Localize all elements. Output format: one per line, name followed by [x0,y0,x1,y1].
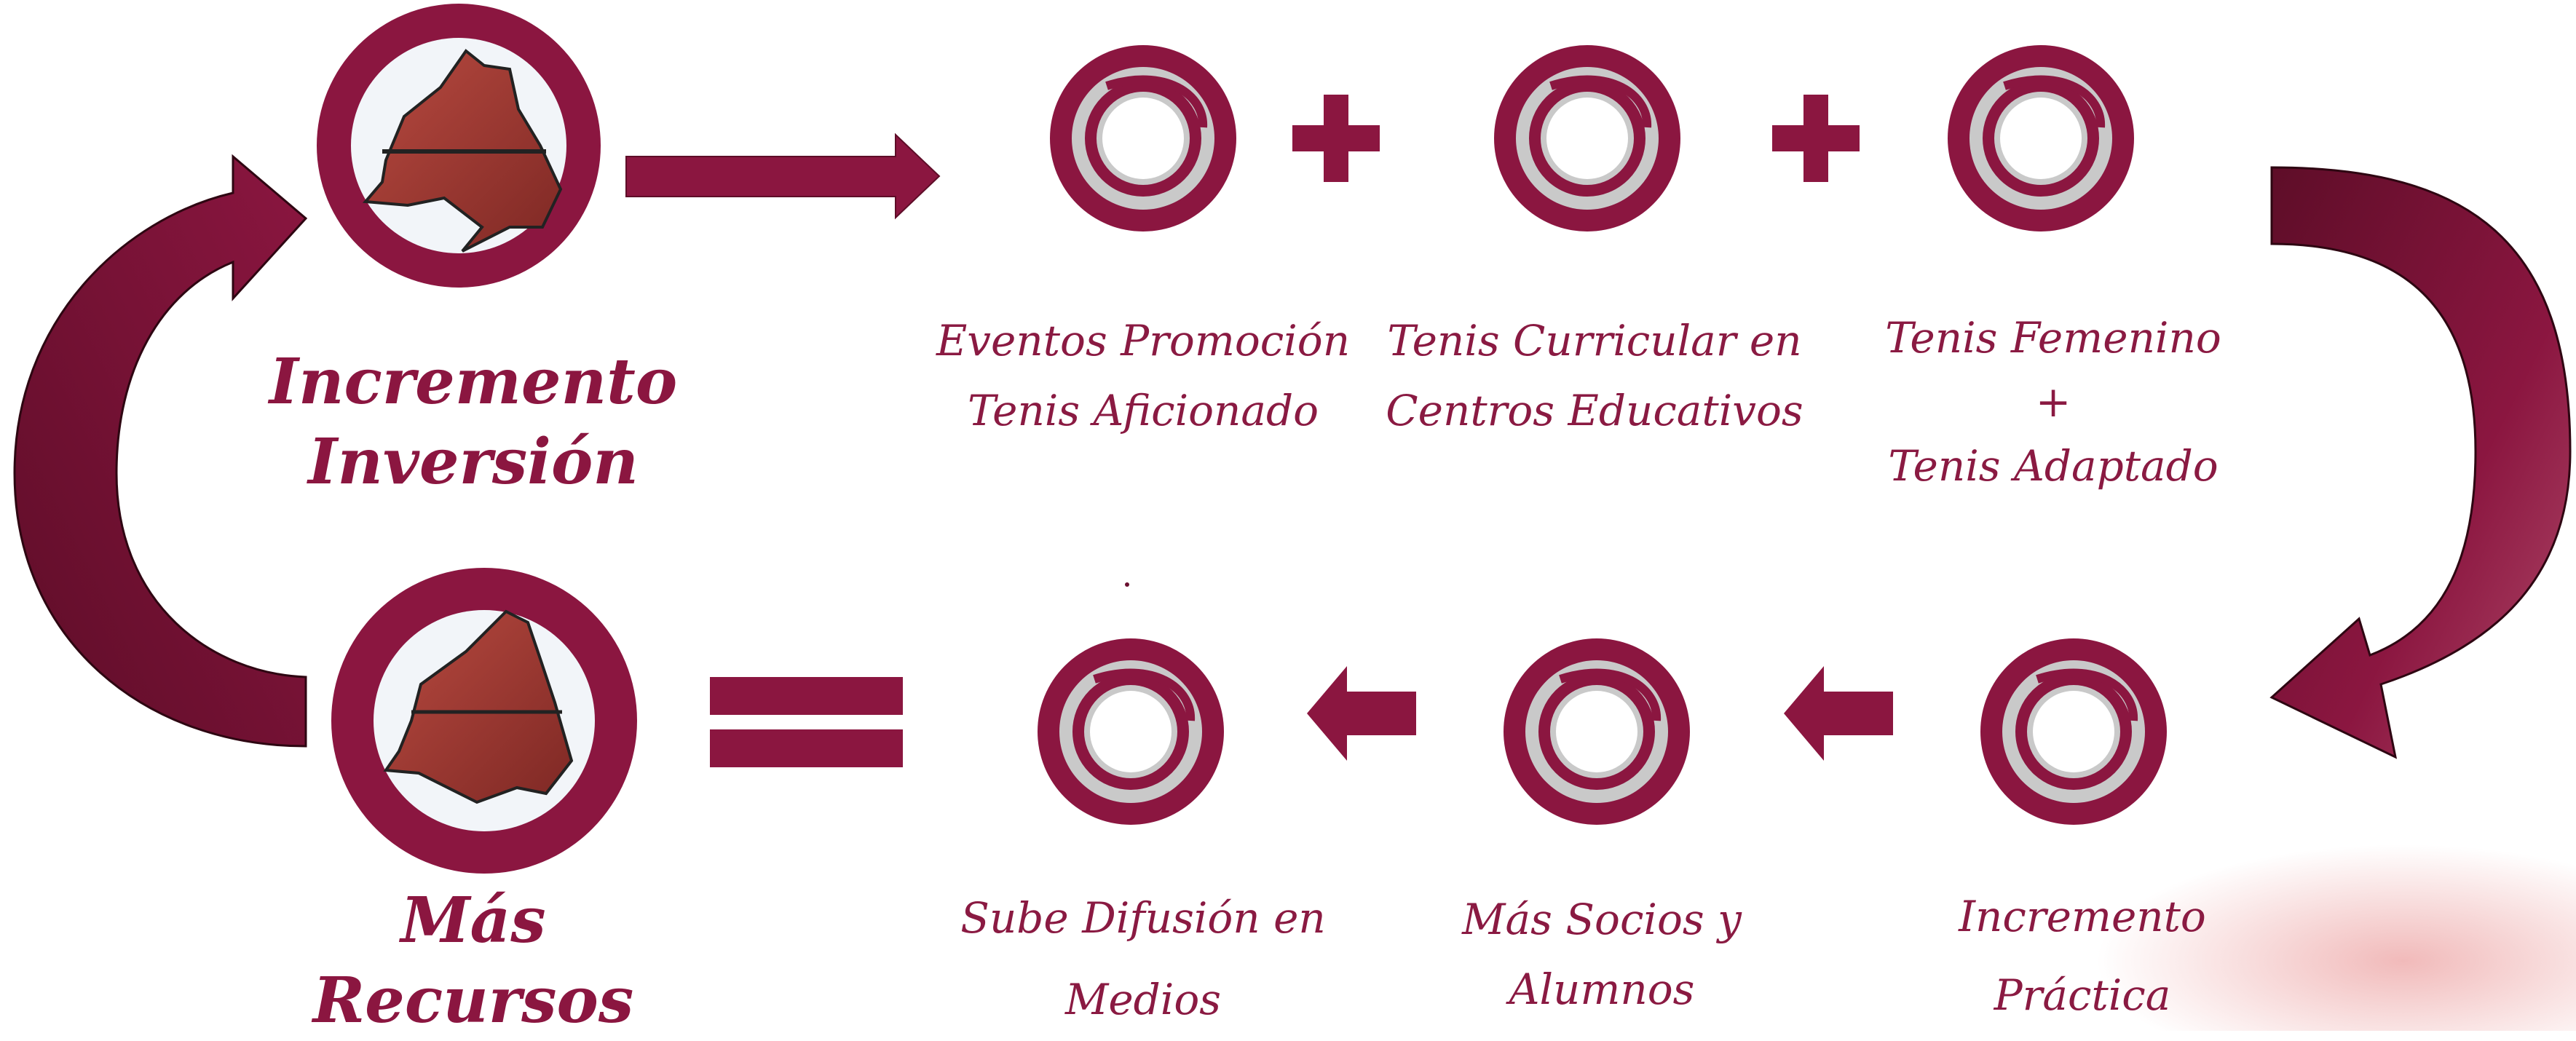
tennis-ball-icon [1504,638,1690,825]
left-arrow [1307,666,1416,761]
hub-top-label: Incremento Inversión [269,345,678,499]
plus-icon [1772,95,1860,182]
stray-dot [1125,582,1129,587]
background-smear [2097,844,2576,1031]
equals-icon [710,677,903,767]
item-label: Incremento Práctica [1959,892,2206,1020]
tennis-ball-icon [1948,45,2134,231]
item-label: Más Socios y Alumnos [1462,895,1742,1014]
right-arrow [625,132,941,220]
hub-top-icon [317,4,601,288]
madrid-region-map-icon [383,609,574,804]
left-arrow [1784,666,1893,761]
tennis-ball-icon [1980,638,2167,825]
item-label: Tenis Femenino + Tenis Adaptado [1885,313,2221,491]
item-label: Eventos Promoción Tenis Aficionado [936,316,1351,435]
plus-icon [1292,95,1380,182]
tennis-ball-icon [1038,638,1224,825]
item-label: Tenis Curricular en Centros Educativos [1386,316,1803,435]
hub-bottom-icon [331,568,637,874]
right-curved-arrow [2269,166,2572,759]
left-curved-arrow [13,154,308,748]
tennis-ball-icon [1050,45,1236,231]
item-label: Sube Difusión en Medios [960,893,1326,1024]
hub-bottom-label: Más Recursos [312,884,634,1037]
tennis-ball-icon [1494,45,1680,231]
